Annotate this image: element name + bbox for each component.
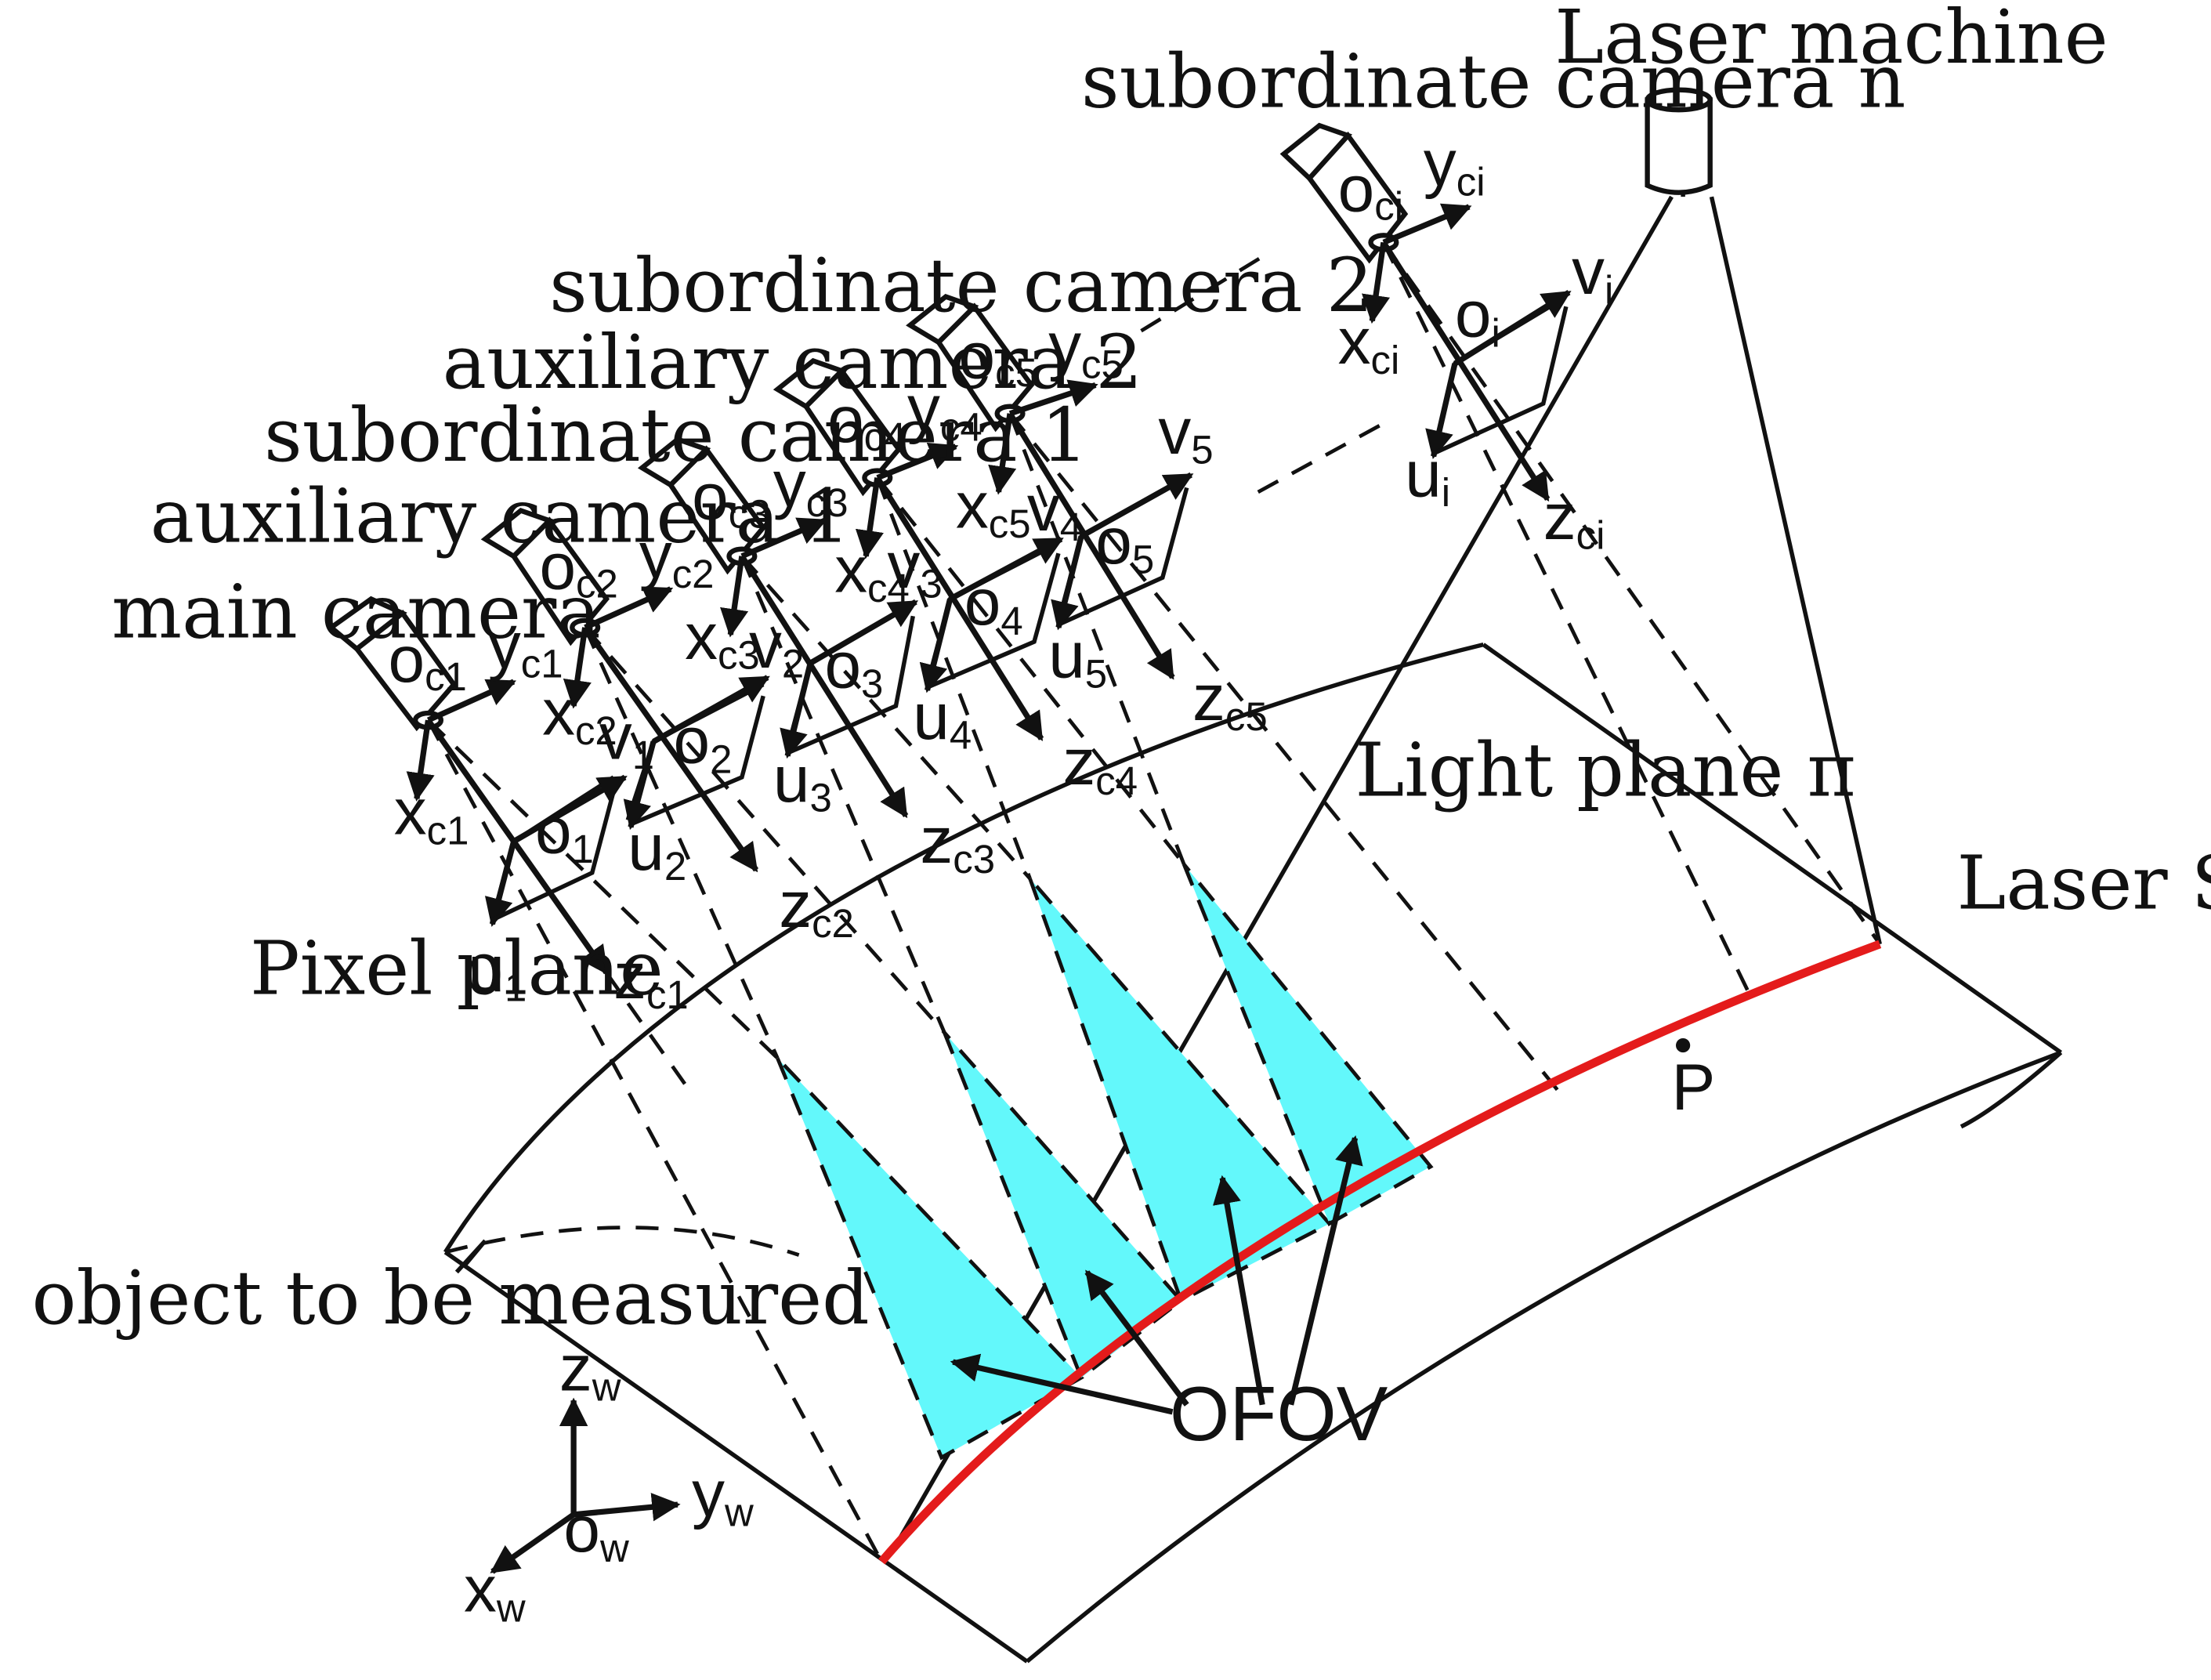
main-camera: oc1 <box>327 596 609 976</box>
camera-5-z-label: zc5 <box>1192 661 1268 739</box>
camera-4-x-label: xc4 <box>834 532 910 610</box>
camera-2-y-label: yc2 <box>639 518 715 596</box>
pixel-planes <box>484 290 1572 927</box>
ofov-label: OFOV <box>1170 1370 1388 1457</box>
subordinate-camera-1: oc3 <box>637 436 909 819</box>
pixel-plane-3-v-label: v3 <box>888 528 943 606</box>
camera-1-origin-label: oc1 <box>389 622 467 699</box>
subordinate-camera-1-label: subordinate camera 1 <box>264 393 1088 479</box>
text-labels: Laser machine subordinate camera n subor… <box>32 0 2211 1457</box>
world-x-label: xw <box>464 1552 526 1631</box>
camera-3-y-label: yc3 <box>773 447 849 525</box>
point-p-label: P <box>1672 1050 1716 1124</box>
object-to-be-measured-label: object to be measured <box>32 1255 870 1341</box>
camera-4-y-label: yc4 <box>907 371 982 450</box>
pixel-plane-1-u-label: u1 <box>468 932 527 1010</box>
laser-machine <box>1645 87 1713 195</box>
camera-2-x-label: xc2 <box>542 675 617 753</box>
camera-1-z-label: zc1 <box>613 939 689 1017</box>
camera-5-y-label: yc5 <box>1048 309 1124 387</box>
ofov-arrows <box>950 1135 1363 1415</box>
ofov-region-4 <box>1181 863 1434 1226</box>
subordinate-camera-2: oc5 <box>906 293 1175 680</box>
laser-stripes-label: Laser Stripes <box>1957 840 2211 926</box>
pixel-plane-5-v-label: v5 <box>1158 394 1213 472</box>
ofov-region-1 <box>776 1056 1084 1461</box>
axis-labels: yc1 xc1 zc1 u1 v1 o1 yc2 xc2 zc2 u2 v2 o… <box>394 126 1614 1017</box>
camera-n-origin-label: oci <box>1338 151 1403 228</box>
pixel-plane-2-u-label: u2 <box>628 810 686 889</box>
pixel-plane-4-o-label: o4 <box>964 565 1023 643</box>
pixel-plane-2-v-label: v2 <box>749 608 804 686</box>
pixel-plane-5-o-label: o5 <box>1095 504 1154 582</box>
auxiliary-camera-1-label: auxiliary camera 1 <box>150 474 851 560</box>
subordinate-camera-n: oci <box>1279 122 1551 502</box>
main-camera-label: main camera <box>111 570 600 656</box>
auxiliary-camera-1: oc2 <box>480 507 759 873</box>
laser-machine-label: Laser machine <box>1554 0 2108 81</box>
camera-2-origin-label: oc2 <box>539 530 617 606</box>
laser-stripe <box>878 940 1882 1565</box>
subordinate-camera-n-label: subordinate camera n <box>1081 39 1905 125</box>
light-plane-label: Light plane π <box>1355 728 1856 814</box>
pixel-plane-3-u-label: u3 <box>773 742 832 820</box>
pixel-plane-n-o-label: oi <box>1455 277 1500 356</box>
camera-3-origin-label: oc3 <box>692 459 770 536</box>
pixel-plane-4-v-label: v4 <box>1027 471 1082 549</box>
camera-3-x-label: xc3 <box>685 599 760 678</box>
cameras: oc1 oc2 oc3 <box>327 122 1551 976</box>
pixel-plane-1-v-label: v1 <box>599 699 654 777</box>
camera-1-y-label: yc1 <box>488 608 563 686</box>
point-p-marker <box>1676 1037 1691 1053</box>
pixel-plane-1-o-label: o1 <box>535 793 594 871</box>
pixel-plane-2-o-label: o2 <box>674 704 733 782</box>
pixel-plane-n-u-label: ui <box>1405 436 1450 515</box>
pixel-plane-5-u-label: u5 <box>1048 618 1107 697</box>
pixel-plane-4-u-label: u4 <box>913 679 972 758</box>
camera-5-origin-label: oc5 <box>959 318 1037 395</box>
world-y-label: yw <box>692 1457 754 1535</box>
pixel-plane-3-o-label: o3 <box>824 628 883 706</box>
camera-n-z-label: zci <box>1543 480 1605 558</box>
camera-3-z-label: zc3 <box>920 803 995 882</box>
ofov-regions <box>776 863 1434 1461</box>
ofov-region-2 <box>943 1031 1184 1381</box>
camera-5-x-label: xc5 <box>956 468 1031 546</box>
world-coordinate-frame: zw yw xw ow <box>464 1331 754 1631</box>
subordinate-camera-2-label: subordinate camera 2 <box>549 243 1373 329</box>
pixel-plane-n-v-label: vi <box>1572 234 1613 313</box>
object-surface <box>443 643 2063 1664</box>
camera-1-x-label: xc1 <box>394 775 469 853</box>
world-z-label: zw <box>559 1331 621 1410</box>
camera-n-x-label: xci <box>1338 304 1400 382</box>
ofov-region-3 <box>1028 877 1333 1304</box>
camera-4-origin-label: oc4 <box>827 382 906 459</box>
auxiliary-camera-2-label: auxiliary camera 2 <box>443 320 1143 406</box>
world-origin-label: ow <box>563 1492 629 1570</box>
pixel-plane-label: Pixel plane <box>250 926 664 1012</box>
camera-4-z-label: zc4 <box>1062 725 1138 803</box>
auxiliary-camera-2: oc4 <box>773 357 1044 741</box>
camera-2-z-label: zc2 <box>779 867 854 946</box>
camera-n-y-label: yci <box>1424 126 1485 205</box>
